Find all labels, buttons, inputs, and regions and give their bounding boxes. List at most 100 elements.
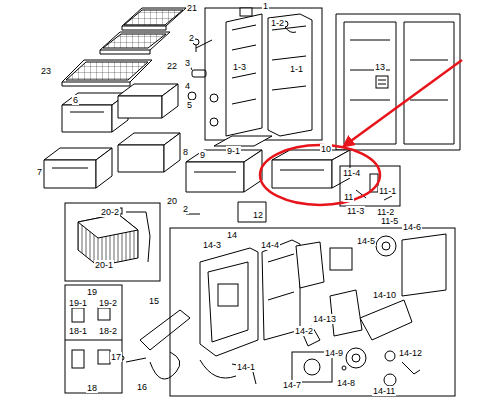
callout-number: 19 [86, 287, 98, 297]
door-group-frame-part [226, 14, 262, 136]
callout-number: 14-10 [372, 290, 397, 300]
callout-number: 1-3 [232, 62, 247, 72]
ice-maker-frame-part [360, 300, 412, 340]
door-group-frame-part [272, 26, 306, 90]
callout-number: 11-1 [378, 186, 397, 196]
callout-number: 9 [199, 150, 206, 160]
ice-maker-frame-part [382, 242, 390, 250]
door-group-frame-part [205, 8, 322, 140]
shelves-part [62, 26, 166, 86]
callout-number: 14-1 [236, 362, 256, 372]
callout-number: 19-1 [68, 298, 88, 308]
callout-number: 16 [136, 382, 148, 392]
callout-number: 1 [262, 1, 269, 11]
freezer-drawer-part [214, 136, 272, 146]
sensor-frame-part [98, 308, 110, 320]
callout-number: 11-3 [346, 206, 365, 216]
crisper-drawers-part [164, 133, 180, 172]
small-parts-part [210, 118, 218, 126]
freezer-drawer-part [186, 162, 244, 192]
crisper-drawers-part [162, 84, 178, 118]
callout-number: 14-8 [336, 378, 356, 388]
evaporator-frame-part [126, 212, 150, 262]
ice-maker-frame-part [208, 262, 248, 342]
callout-number: 14 [226, 230, 238, 240]
callout-number: 20 [166, 196, 178, 206]
door-group-frame-part [285, 27, 296, 32]
ice-maker-frame-part [376, 236, 396, 256]
small-parts-part [210, 94, 218, 102]
callout-number: 14-12 [398, 348, 423, 358]
crisper-drawers [44, 84, 180, 188]
callout-number: 18-2 [98, 326, 118, 336]
crisper-drawers-part [118, 145, 164, 172]
small-parts-part [192, 70, 206, 77]
callout-number: 12 [252, 210, 264, 220]
ice-maker-frame-part [342, 366, 346, 370]
ice-maker-frame-part [385, 351, 395, 361]
callout-number: 21 [186, 3, 198, 13]
duct-and-wire [120, 310, 190, 379]
ice-maker-frame-part [200, 360, 236, 378]
freezer-drawer [186, 136, 350, 222]
ice-maker-frame-part [346, 348, 366, 368]
evaporator-frame [65, 203, 160, 281]
highlight [260, 60, 462, 205]
callout-number: 14-6 [402, 222, 422, 232]
callout-number: 19-2 [98, 298, 118, 308]
ice-maker-frame-part [218, 284, 238, 306]
cabinet [336, 14, 460, 150]
callout-number: 9-1 [226, 146, 241, 156]
callout-number: 14-9 [324, 348, 344, 358]
ice-maker-frame [170, 228, 455, 396]
callout-number: 11 [343, 192, 354, 202]
evaporator-frame-part [78, 214, 138, 266]
crisper-drawers-part [62, 105, 112, 132]
callout-number: 14-4 [260, 240, 280, 250]
control-group-frame-part [340, 166, 400, 206]
door-group-frame [205, 8, 322, 140]
ice-maker-frame-part [296, 242, 324, 288]
sensor-frame [65, 285, 122, 393]
ice-maker-frame-part [170, 228, 455, 396]
ice-maker-frame-part [262, 240, 300, 340]
callout-number: 5 [186, 100, 193, 110]
shelves-part [100, 32, 170, 50]
callout-number: 2 [182, 204, 189, 214]
sensor-frame-part [72, 350, 84, 368]
callout-number: 18-1 [68, 326, 88, 336]
callout-number: 14-5 [356, 236, 376, 246]
crisper-drawers-part [52, 168, 88, 169]
evaporator-frame-part [65, 203, 160, 281]
highlight-part [260, 145, 380, 205]
callout-number: 14-2 [294, 326, 314, 336]
callout-number: 22 [166, 61, 178, 71]
door-group-frame-part [232, 25, 256, 104]
cabinet-part [378, 80, 386, 84]
shelves-part [66, 62, 148, 80]
callout-number: 7 [36, 167, 43, 177]
cabinet-part [376, 76, 388, 88]
callout-number: 15 [148, 296, 160, 306]
callout-number: 1-2 [270, 18, 285, 28]
crisper-drawers-part [118, 96, 162, 118]
door-group-frame-part [240, 8, 252, 16]
freezer-drawer-part [238, 202, 266, 222]
callout-number: 11-5 [380, 216, 399, 226]
callout-number: 10 [320, 144, 332, 154]
callout-number: 3 [184, 58, 191, 68]
duct-and-wire-part [140, 310, 190, 350]
cabinet-part [336, 14, 460, 150]
ice-maker-frame-part [330, 290, 362, 336]
crisper-drawers-part [96, 148, 112, 188]
ice-maker-frame-part [330, 248, 352, 270]
shelves-part [103, 34, 166, 48]
callout-number: 14-3 [202, 240, 222, 250]
sensor-frame-part [65, 285, 122, 393]
callout-number: 6 [72, 95, 79, 105]
duct-and-wire-part [126, 352, 180, 379]
small-parts-part [188, 92, 196, 100]
